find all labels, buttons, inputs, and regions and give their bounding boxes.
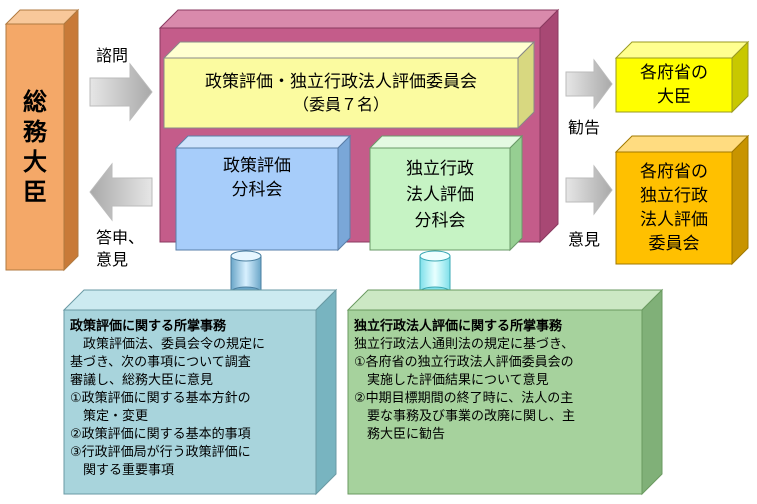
policy-duties-line: 関する重要事項 bbox=[70, 463, 175, 478]
report-arrow-icon bbox=[89, 162, 153, 222]
policy-duties-line: ③行政評価局が行う政策評価に bbox=[70, 445, 251, 460]
policy-subcommittee-line2: 分科会 bbox=[231, 180, 283, 200]
ministry-committees-line4: 委員会 bbox=[648, 234, 700, 254]
policy-duties-line: 審議し、総務大臣に意見 bbox=[70, 373, 214, 388]
policy-duties-line: 策定・変更 bbox=[70, 409, 149, 424]
policy-duties-line: ②政策評価に関する基本的事項 bbox=[70, 427, 251, 442]
policy-duties: 政策評価に関する所掌事務 政策評価法、委員会令の規定に 基づき、次の事項について… bbox=[70, 318, 314, 480]
ministry-committees-line1: 各府省の bbox=[640, 162, 708, 182]
policy-duties-line: 政策評価法、委員会令の規定に bbox=[70, 337, 266, 352]
ministers-box-line2: 大臣 bbox=[657, 87, 691, 107]
committee-title: 政策評価・独立行政法人評価委員会 bbox=[205, 72, 477, 92]
report-label-line2: 意見 bbox=[96, 250, 129, 269]
agency-connector-cylinder bbox=[419, 250, 451, 298]
agency-duties-line: ①各府省の独立行政法人評価委員会の bbox=[354, 355, 574, 370]
agency-subcommittee-3d bbox=[368, 134, 524, 252]
consult-arrow-icon bbox=[89, 62, 153, 122]
agency-duties-line: ②中期目標期間の終了時に、法人の主 bbox=[354, 391, 574, 406]
agency-duties-box-3d bbox=[346, 288, 664, 496]
ministers-box: 各府省の 大臣 bbox=[616, 58, 732, 112]
recommend-arrow-icon bbox=[565, 58, 613, 110]
opinion-arrow-icon bbox=[565, 164, 613, 216]
ministers-box-line1: 各府省の bbox=[640, 63, 708, 83]
committee-title-3d bbox=[162, 40, 536, 130]
policy-subcommittee-3d bbox=[174, 134, 352, 252]
minister-char-1: 総 bbox=[23, 88, 47, 116]
agency-duties-title: 独立行政法人評価に関する所掌事務 bbox=[354, 319, 563, 334]
consult-label: 諮問 bbox=[96, 46, 129, 65]
agency-subcommittee-line1: 独立行政 bbox=[406, 159, 474, 179]
agency-subcommittee-box: 独立行政 法人評価 分科会 bbox=[370, 150, 510, 240]
ministry-committees-line2: 独立行政 bbox=[640, 186, 708, 206]
agency-duties-line: 務大臣に勧告 bbox=[354, 427, 446, 442]
ministry-committees-box: 各府省の 独立行政 法人評価 委員会 bbox=[616, 152, 732, 264]
policy-duties-title: 政策評価に関する所掌事務 bbox=[70, 319, 227, 334]
agency-subcommittee-line2: 法人評価 bbox=[406, 185, 474, 205]
agency-duties: 独立行政法人評価に関する所掌事務 独立行政法人通則法の規定に基づき、 ①各府省の… bbox=[354, 318, 640, 444]
agency-duties-line: 独立行政法人通則法の規定に基づき、 bbox=[354, 337, 575, 352]
agency-subcommittee-line3: 分科会 bbox=[414, 211, 466, 231]
opinion-label: 意見 bbox=[568, 230, 601, 249]
minister-box-3d bbox=[4, 8, 80, 272]
policy-subcommittee-box: 政策評価 分科会 bbox=[176, 148, 338, 208]
recommend-label: 勧告 bbox=[568, 118, 601, 137]
minister-char-4: 臣 bbox=[23, 178, 47, 206]
agency-duties-line: 実施した評価結果について意見 bbox=[354, 373, 549, 388]
ministry-committees-box-3d bbox=[614, 134, 750, 266]
agency-duties-line: 要な事務及び事業の改廃に関し、主 bbox=[354, 409, 576, 424]
ministers-box-3d bbox=[614, 40, 750, 114]
policy-subcommittee-line1: 政策評価 bbox=[223, 156, 291, 176]
committee-title-box: 政策評価・独立行政法人評価委員会 （委員７名） bbox=[164, 58, 518, 128]
committee-members: （委員７名） bbox=[292, 95, 389, 114]
report-label-line1: 答申、 bbox=[96, 228, 145, 247]
minister-char-2: 務 bbox=[23, 118, 47, 146]
minister-char-3: 大 bbox=[23, 148, 47, 176]
policy-duties-line: 基づき、次の事項について調査 bbox=[70, 355, 251, 370]
minister-label: 総 務 大 臣 bbox=[6, 24, 64, 270]
policy-duties-box-3d bbox=[62, 288, 338, 496]
ministry-committees-line3: 法人評価 bbox=[640, 210, 708, 230]
policy-duties-line: ①政策評価に関する基本方針の bbox=[70, 391, 251, 406]
